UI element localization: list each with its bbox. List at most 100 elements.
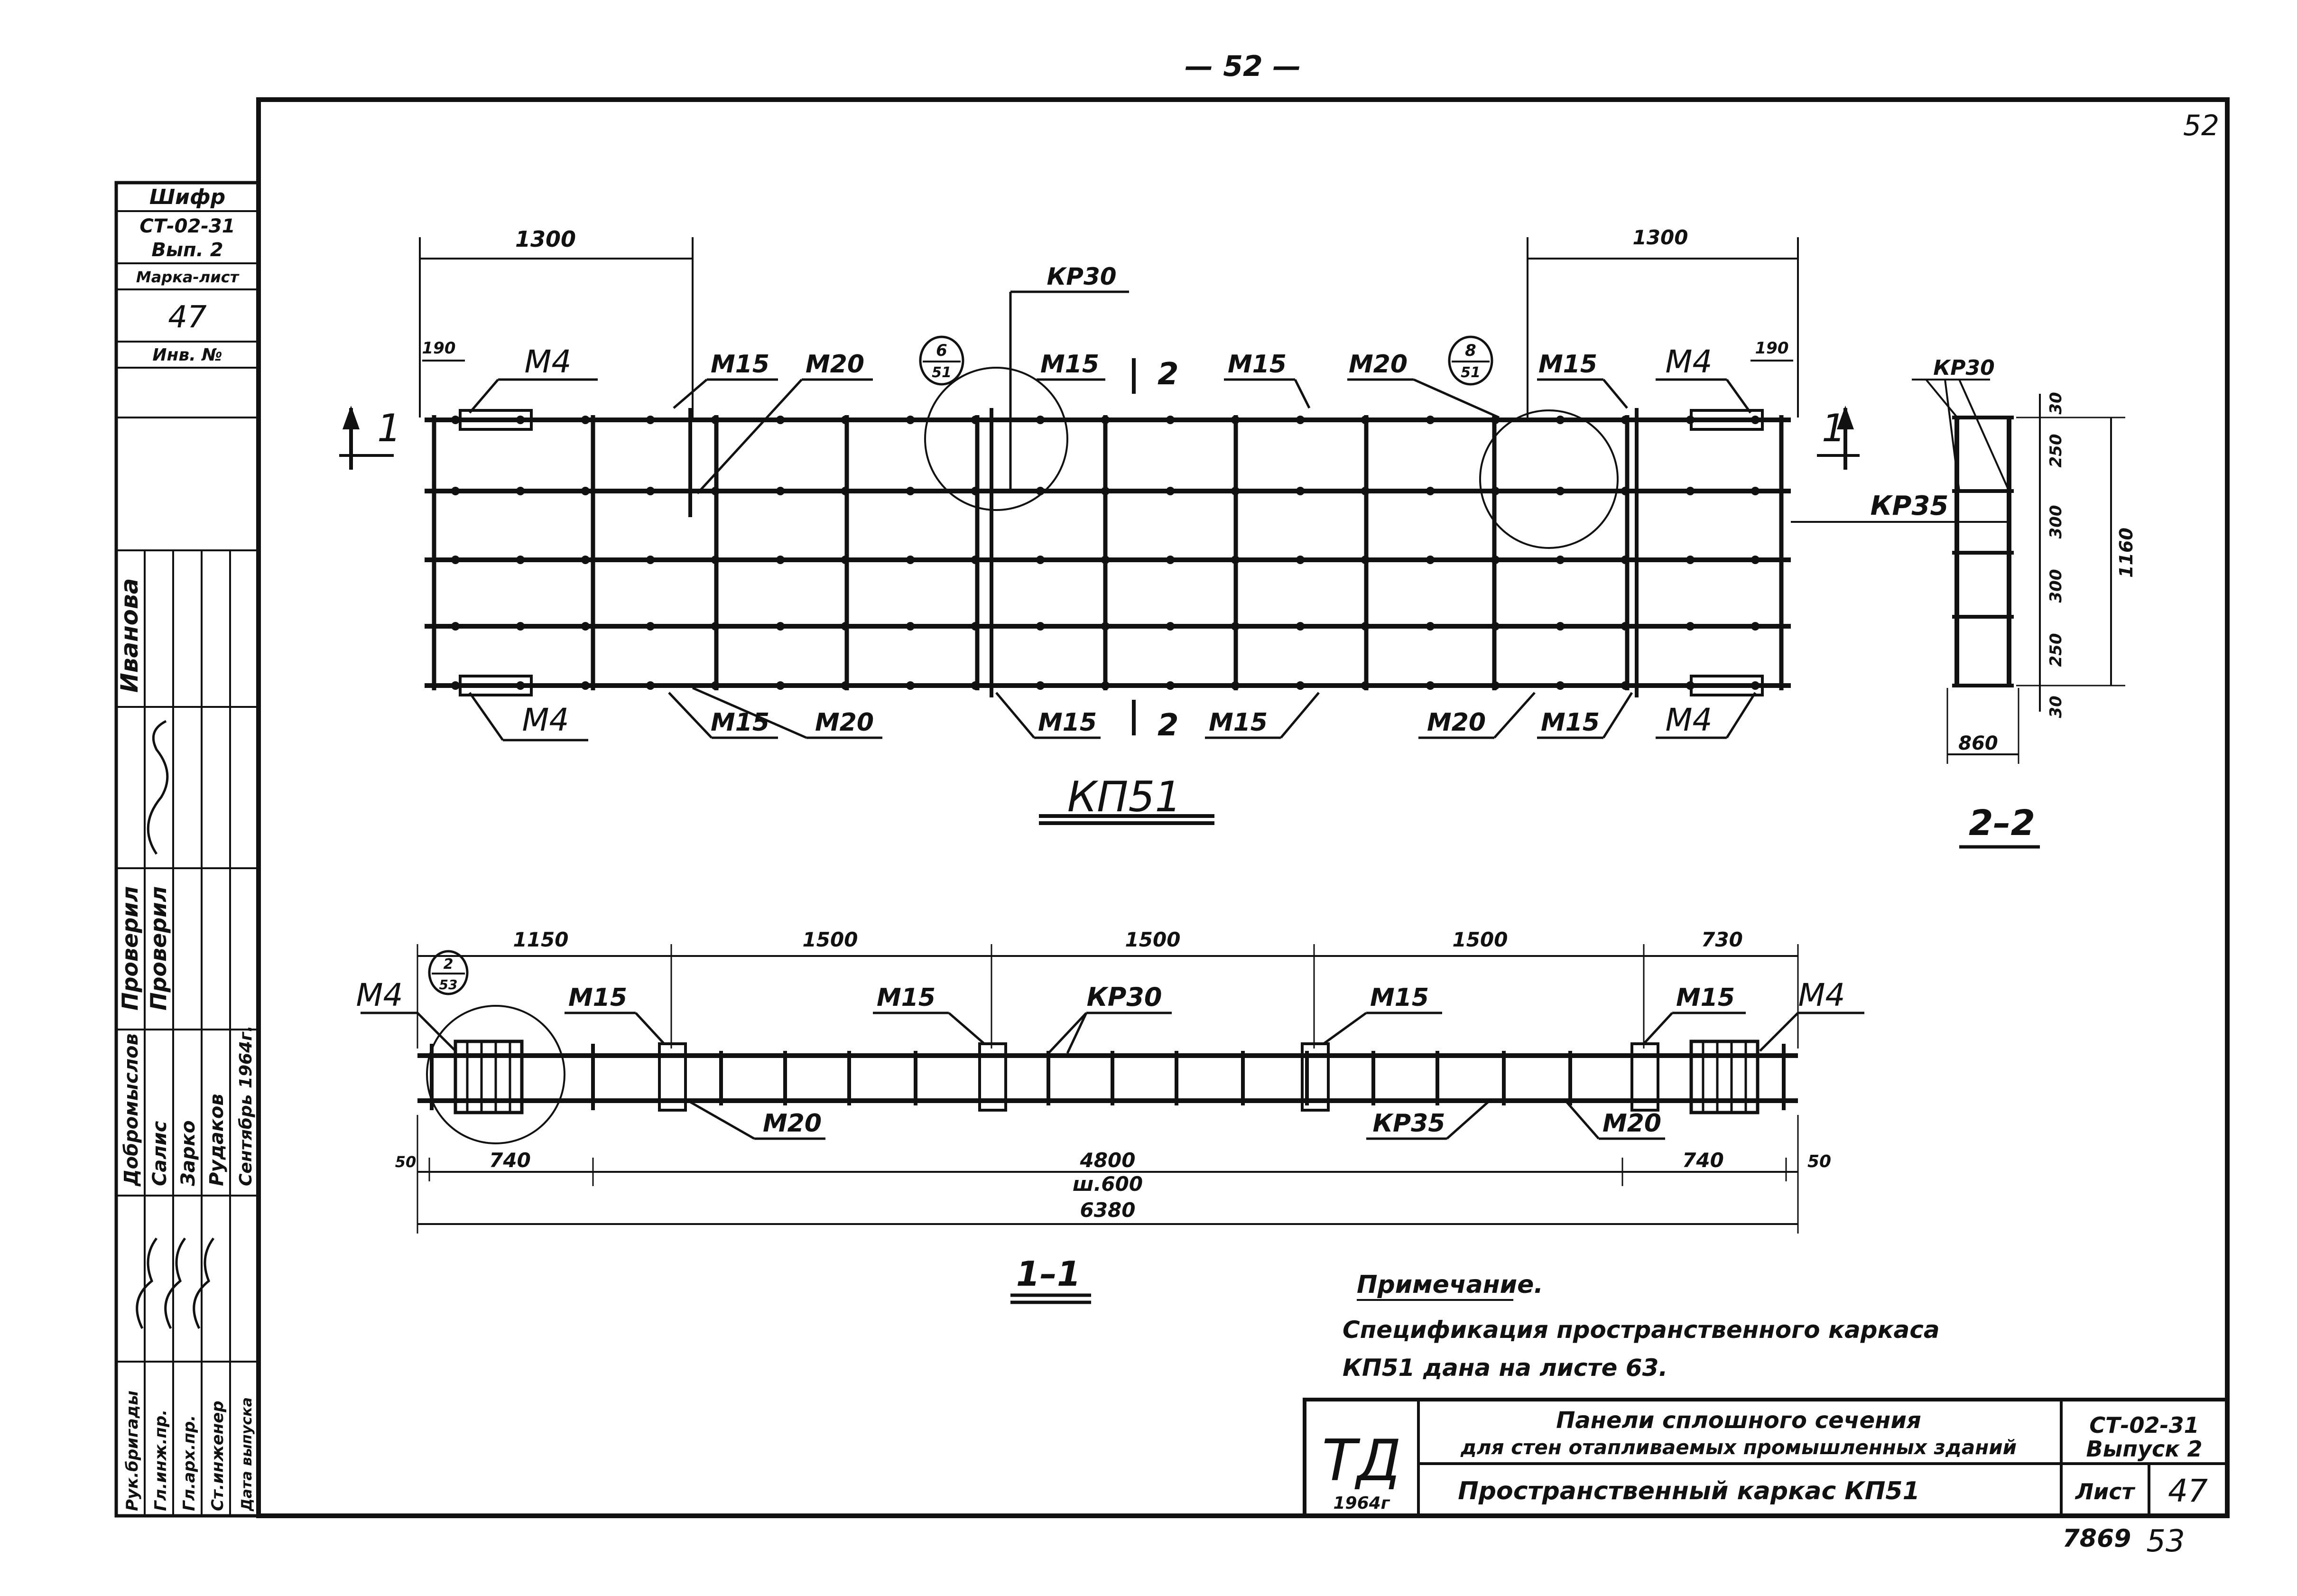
title-1-1: 1–1 [1016, 1254, 1081, 1294]
signature-scribble [164, 1237, 186, 1329]
label-m4: М4 [356, 977, 403, 1013]
section-mark-2: 2 [1158, 708, 1179, 743]
label-kp35: КР35 [1871, 491, 1949, 521]
signer-name-2: Проверил [117, 886, 143, 1011]
dim-top-right: 1300 [1633, 226, 1688, 249]
rebar-dot [1751, 556, 1760, 564]
rebar-dot [1556, 622, 1565, 631]
cipher-value-2: Вып. 2 [151, 239, 223, 261]
signer-name-1: Иванова [116, 578, 143, 693]
detail-circle [1479, 409, 1619, 549]
rebar-dot [1556, 487, 1565, 495]
rebar-dot [906, 622, 915, 631]
note-line-2: КП51 дана на листе 63. [1343, 1354, 1667, 1382]
people-3: Зарко [177, 1120, 199, 1187]
stamp-number: 7869 [2063, 1524, 2131, 1553]
label-m15: М15 [1541, 708, 1600, 737]
dim-step-600: ш.600 [1073, 1172, 1143, 1196]
people-2: Салис [149, 1121, 171, 1186]
section-mark-1: 1 [1822, 406, 1846, 450]
rebar-dot [1426, 416, 1435, 424]
rebar-dot [1361, 487, 1370, 495]
rebar-dot [1751, 681, 1760, 690]
side-stamp-block: Шифр СТ-02-31 Вып. 2 Марка-лист 47 Инв. … [114, 181, 260, 1518]
rebar-dot [1686, 416, 1695, 424]
rebar-dot [1036, 622, 1045, 631]
rebar-dot [1686, 681, 1695, 690]
section-mark-2: 2 [1158, 357, 1179, 392]
rebar-dot [1296, 556, 1305, 564]
label-m20: М20 [1427, 708, 1486, 737]
rebar-dots [451, 416, 1760, 690]
rebar-dot [1621, 681, 1630, 690]
rebar-dot [1296, 416, 1305, 424]
signature-scribble [193, 1237, 215, 1329]
dim-250: 250 [2047, 633, 2065, 667]
rebar-dot [776, 416, 785, 424]
rebar-dot [971, 556, 980, 564]
rebar-dot [1361, 556, 1370, 564]
title-2-2: 2–2 [1969, 803, 2035, 844]
rebar-dot [1296, 487, 1305, 495]
dim-300: 300 [2047, 505, 2065, 539]
dim-300: 300 [2047, 569, 2065, 603]
label-m20: М20 [763, 1109, 822, 1138]
title-kp51: КП51 [1067, 772, 1182, 821]
people-1: Добромыслов [120, 1033, 142, 1187]
rebar-dot [1686, 487, 1695, 495]
label-m4: М4 [1666, 343, 1713, 380]
title-line-1: Панели сплошного сечения [1556, 1407, 1921, 1434]
callout-left-num: 6 [936, 341, 947, 360]
rebar-dot [1231, 416, 1240, 424]
dim-1160: 1160 [2116, 528, 2137, 578]
label-m4: М4 [522, 702, 569, 738]
rebar-dot [1491, 416, 1500, 424]
section-2-2: КР30 30 250 300 300 250 30 1160 860 2–2 [1912, 356, 2137, 849]
rebar-dot [711, 416, 720, 424]
rebar-dot [971, 622, 980, 631]
rebar-dot [451, 556, 460, 564]
role-5: Дата выпуска [239, 1397, 255, 1512]
rebar-dot [906, 556, 915, 564]
label-m20: М20 [1602, 1109, 1661, 1138]
rebar-dot [516, 487, 525, 495]
callout-bubble [919, 335, 964, 386]
dim-740-right: 740 [1682, 1149, 1724, 1172]
dim-50-right: 50 [1807, 1152, 1831, 1171]
rebar-dot [971, 681, 980, 690]
rebar-dot [1686, 622, 1695, 631]
note-block: Примечание. Спецификация пространственно… [1343, 1271, 1940, 1382]
rebar-dot [1491, 681, 1500, 690]
detail-circle [426, 1005, 565, 1144]
rebar-dot [1751, 416, 1760, 424]
callout-den: 53 [439, 977, 458, 993]
rebar-dot [1101, 556, 1110, 564]
signer-name-3: Проверил [146, 886, 171, 1011]
rebar-dot [776, 487, 785, 495]
signature-scribble [136, 1237, 158, 1329]
rebar-dot [1621, 416, 1630, 424]
rebar-dot [1491, 487, 1500, 495]
rebar-dot [1556, 416, 1565, 424]
mark-sheet-value: 47 [168, 300, 207, 335]
title-block: ТД 1964г Панели сплошного сечения для ст… [1303, 1398, 2229, 1518]
label-m15: М15 [1676, 984, 1735, 1012]
callout-right-den: 51 [1461, 364, 1481, 381]
rebar-dot [1101, 487, 1110, 495]
rebar-dot [841, 622, 850, 631]
label-kp30: КР30 [1087, 982, 1162, 1012]
label-m15: М15 [1040, 350, 1099, 379]
rebar-dot [711, 681, 720, 690]
dim-190-left: 190 [422, 339, 456, 358]
label-m20: М20 [1349, 350, 1408, 379]
dim-50-left: 50 [395, 1153, 417, 1171]
rebar-dot [1686, 556, 1695, 564]
callout-num: 2 [444, 956, 454, 973]
label-m15: М15 [711, 350, 769, 379]
rebar-dot [906, 416, 915, 424]
rebar-dot [1036, 681, 1045, 690]
rebar-dot [1231, 622, 1240, 631]
label-m4: М4 [1666, 702, 1713, 738]
label-m15: М15 [1209, 708, 1268, 737]
